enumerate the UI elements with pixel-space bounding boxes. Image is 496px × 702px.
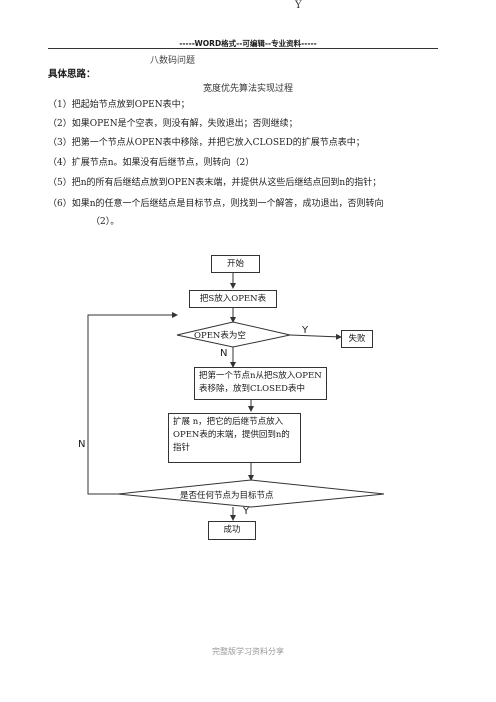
- top-mark: Y: [295, 0, 302, 11]
- step-2: （2）如果OPEN是个空表，则没有解，失败退出；否则继续；: [48, 119, 298, 129]
- algorithm-title: 宽度优先算法实现过程: [202, 84, 293, 94]
- step-5: （5）把n的所有后继结点放到OPEN表末端，并提供从这些后继结点回到n的指针；: [48, 178, 382, 188]
- goal-check-label: 是否任何节点为目标节点: [180, 491, 274, 501]
- header-rule: [48, 48, 438, 49]
- remove-first-node: 把第一个节点n从把S放入OPEN表移除，放到CLOSED表中: [194, 367, 327, 400]
- label-yes-fail: Y: [302, 325, 309, 336]
- success-node: 成功: [208, 521, 256, 540]
- page-footer: 完整版学习资料分享: [212, 647, 284, 656]
- label-yes-success: Y: [243, 506, 250, 517]
- open-empty-label: OPEN表为空: [194, 331, 246, 341]
- step-4: （4）扩展节点n。如果没有后继节点，则转向（2）: [48, 158, 255, 168]
- step-6: （6）如果n的任意一个后继结点是目标节点，则找到一个解答，成功退出，否则转向: [48, 199, 384, 209]
- section-label: 具体思路：: [48, 69, 96, 80]
- step-1: （1）把起始节点放到OPEN表中；: [48, 100, 190, 110]
- put-s-node: 把S放入OPEN表: [189, 290, 277, 308]
- goal-check-diamond: [117, 479, 385, 508]
- step-6-continued: （2）。: [91, 217, 120, 227]
- step-3: （3）把第一个节点从OPEN表中移除，并把它放入CLOSED的扩展节点表中；: [48, 138, 365, 148]
- fail-node: 失败: [341, 330, 373, 348]
- label-no-continue: N: [220, 348, 228, 359]
- label-no-loop: N: [78, 439, 86, 450]
- open-empty-diamond: [176, 321, 291, 348]
- page-header: -----WORD格式--可编辑--专业资料-----: [179, 39, 317, 48]
- problem-title: 八数码问题: [150, 56, 196, 66]
- expand-node: 扩展 n，把它的后继节点放入OPEN表的末端，提供回到n的指针: [168, 413, 301, 463]
- start-node: 开始: [211, 255, 260, 273]
